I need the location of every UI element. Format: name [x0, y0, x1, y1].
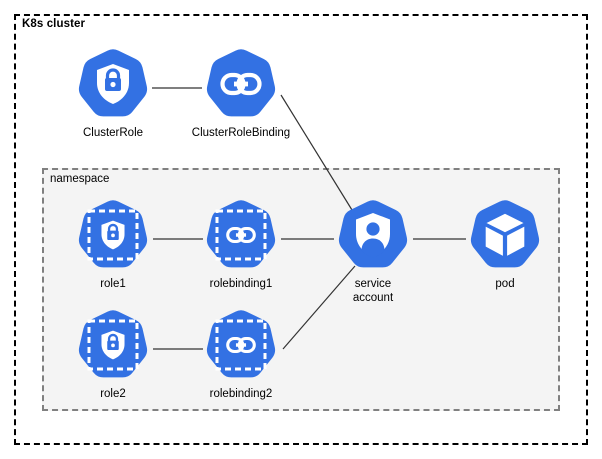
node-shape-rolebinding1 [206, 200, 276, 268]
node-label-clusterrole: ClusterRole [82, 127, 144, 139]
node-label-pod: pod [495, 278, 515, 290]
shield-lock-icon [101, 330, 125, 360]
node-shape-clusterrole [78, 49, 148, 117]
cube-right-face [505, 224, 526, 258]
lock-keyhole [111, 343, 115, 348]
person-body [361, 238, 385, 258]
namespaced-dashed-outline [215, 209, 267, 261]
node-label-rolebinding1: rolebinding1 [209, 278, 273, 290]
cube-top-face [484, 212, 526, 234]
namespaced-dashed-outline [87, 319, 139, 371]
lock-keyhole [110, 81, 116, 88]
node-label-rolebinding2: rolebinding2 [209, 388, 273, 400]
link-bar [235, 343, 247, 347]
node-shape-pod [470, 200, 540, 268]
lock-shackle [105, 68, 121, 79]
node-label-role1: role1 [100, 278, 126, 290]
lock-shackle [107, 223, 119, 232]
link-bar [235, 233, 247, 237]
link-bar [234, 81, 248, 87]
namespaced-dashed-outline [215, 319, 267, 371]
shield-lock-icon [97, 64, 129, 104]
shield-lock-icon [101, 220, 125, 250]
cube-icon [484, 212, 526, 258]
node-label-clusterrolebinding: ClusterRoleBinding [191, 127, 291, 139]
node-label-serviceaccount: service account [352, 278, 394, 304]
node-label-role2: role2 [100, 388, 126, 400]
namespaced-dashed-outline [87, 209, 139, 261]
shield-person-icon [356, 213, 390, 258]
cube-left-face [484, 224, 505, 258]
node-shape-clusterrolebinding [206, 49, 276, 117]
chain-link-icon [226, 337, 256, 353]
heptagon-body [470, 200, 540, 268]
node-shape-serviceaccount [338, 200, 408, 268]
k8s-cluster-title: K8s cluster [22, 18, 86, 30]
k8s-cluster-boundary [14, 14, 588, 445]
lock-keyhole [111, 233, 115, 238]
chain-link-icon [226, 227, 256, 243]
node-shape-rolebinding2 [206, 310, 276, 378]
chain-link-icon [220, 72, 262, 96]
node-shape-role1 [78, 200, 148, 268]
lock-shackle [107, 333, 119, 342]
namespace-title: namespace [50, 173, 110, 185]
person-head [366, 222, 380, 236]
node-shape-role2 [78, 310, 148, 378]
